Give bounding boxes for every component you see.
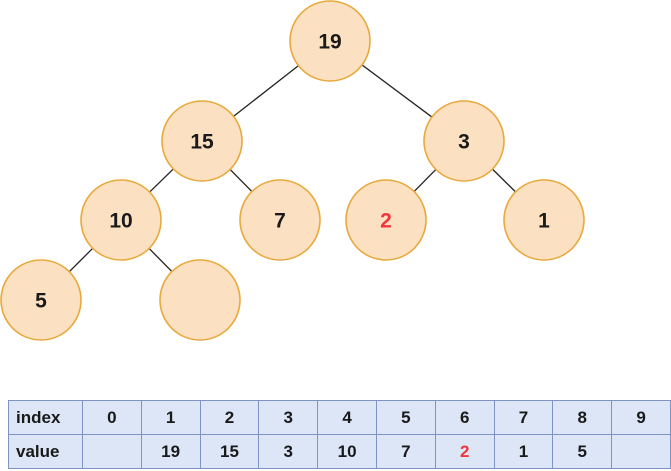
value-cell-5[interactable]: 7 [375,434,436,469]
tree-node-label: 19 [318,31,341,54]
index-cell-2[interactable]: 2 [199,400,260,435]
tree-edge [148,248,173,272]
index-cell-5[interactable]: 5 [375,400,436,435]
tree-node[interactable]: 3 [423,100,505,182]
tree-node-label: 2 [380,210,392,233]
tree-node[interactable]: 15 [161,100,243,182]
index-cell-6[interactable]: 6 [434,400,495,435]
value-cell-4[interactable]: 10 [317,434,377,469]
tree-node-circle[interactable] [0,259,82,341]
tree-node[interactable]: 2 [345,179,427,261]
tree-node-label: 15 [190,131,214,154]
tree-node-circle[interactable] [161,100,243,182]
tree-edges-group [68,64,516,273]
tree-edge [492,168,516,193]
value-cell-9[interactable] [611,434,671,469]
tree-node[interactable]: 10 [80,179,162,261]
index-cell-8[interactable]: 8 [552,400,613,435]
value-cell-2[interactable]: 15 [199,434,260,469]
tree-edge [233,65,299,117]
tree-node-circle[interactable] [80,179,162,261]
tree-node[interactable]: 5 [0,259,82,341]
index-cell-9[interactable]: 9 [611,400,671,435]
value-cell-8[interactable]: 5 [552,434,613,469]
value-cell-6[interactable]: 2 [434,434,495,469]
tree-node-circle[interactable] [239,179,321,261]
tree-node-label: 7 [274,210,286,233]
tree-edge [361,64,433,118]
tree-node-circle[interactable] [159,259,241,341]
tree-node-label: 1 [538,210,550,233]
tree-node[interactable]: 1 [503,179,585,261]
index-cell-7[interactable]: 7 [493,400,554,435]
index-cell-1[interactable]: 1 [140,400,201,435]
tree-node-label: 10 [109,210,132,233]
tree-node-circle[interactable] [503,179,585,261]
value-cell-3[interactable]: 3 [258,434,319,469]
tree-node-label: 3 [458,131,470,154]
index-cell-3[interactable]: 3 [258,400,319,435]
row-label-index: index [8,400,83,435]
index-cell-0[interactable]: 0 [81,400,142,435]
value-cell-7[interactable]: 1 [493,434,554,469]
tree-node[interactable] [159,259,241,341]
tree-edge [229,169,253,192]
tree-edge [149,168,174,193]
tree-node-label: 5 [35,290,47,313]
value-cell-0[interactable] [81,434,142,469]
tree-node-circle[interactable] [423,100,505,182]
tree-node-circle[interactable] [289,0,371,82]
value-cell-1[interactable]: 19 [140,434,201,469]
tree-node-circle[interactable] [345,179,427,261]
tree-edge [68,247,94,273]
tree-edge [413,169,437,192]
row-label-value: value [8,434,83,469]
tree-node[interactable]: 7 [239,179,321,261]
index-cell-4[interactable]: 4 [317,400,377,435]
tree-node[interactable]: 19 [289,0,371,82]
